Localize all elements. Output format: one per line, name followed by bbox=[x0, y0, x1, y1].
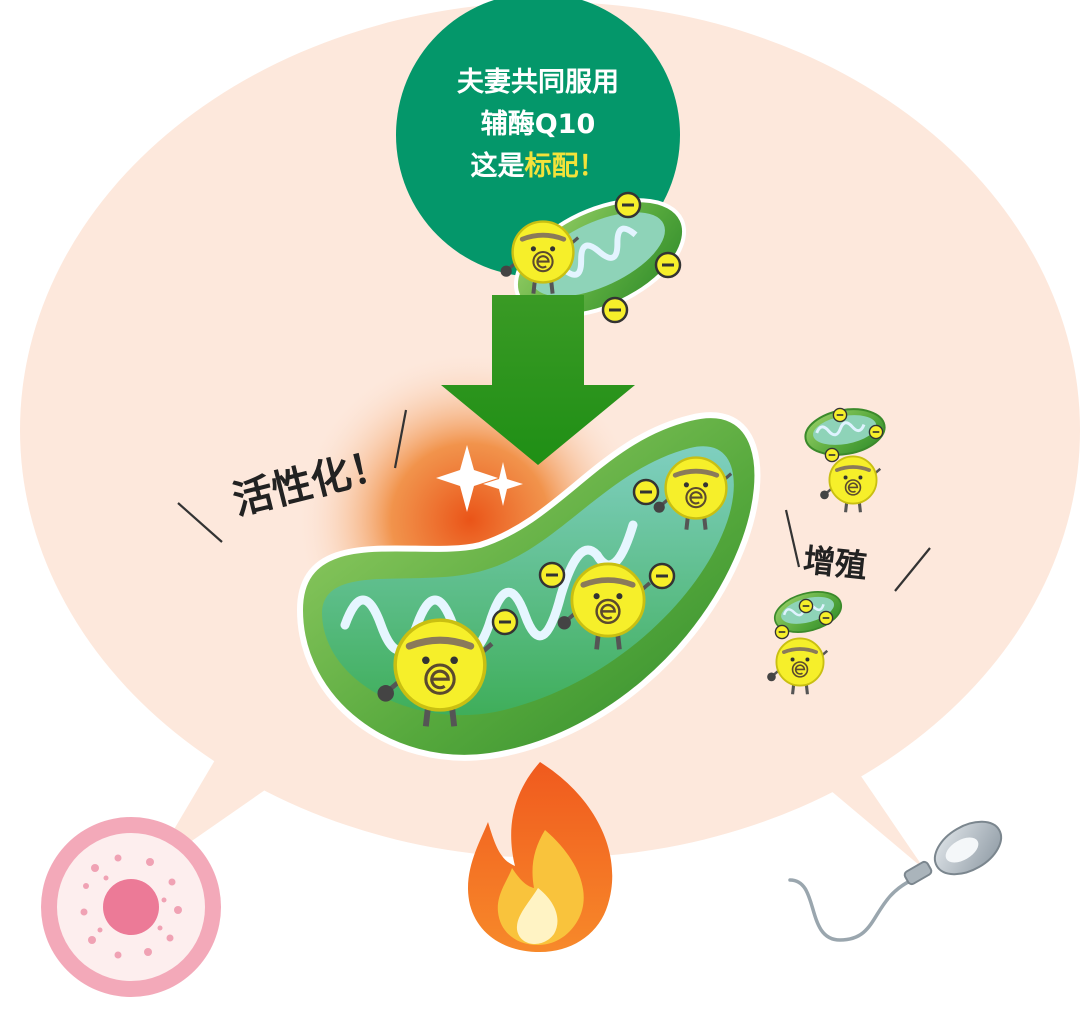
sparkle-icon bbox=[436, 445, 523, 512]
headline-text: 夫妻共同服用 辅酶Q10 这是标配！ bbox=[400, 62, 676, 188]
sperm-icon bbox=[788, 820, 1003, 942]
flame-icon bbox=[467, 762, 613, 952]
minus-badge-icon bbox=[491, 608, 519, 636]
multiply-label: 增殖 bbox=[801, 540, 870, 586]
minus-badge-icon bbox=[648, 562, 676, 590]
minus-badge-icon bbox=[654, 251, 682, 279]
minus-badge-icon bbox=[818, 610, 834, 626]
headline-line-3-prefix: 这是 bbox=[470, 151, 525, 182]
headline-line-2: 辅酶Q10 bbox=[480, 109, 596, 140]
minus-badge-icon bbox=[632, 478, 660, 506]
headline-line-3-suffix: ！ bbox=[578, 151, 606, 182]
minus-badge-icon bbox=[868, 424, 884, 440]
minus-badge-icon bbox=[601, 296, 629, 324]
minus-badge-icon bbox=[774, 624, 790, 640]
minus-badge-icon bbox=[824, 447, 840, 463]
minus-badge-icon bbox=[614, 191, 642, 219]
egg-cell-icon bbox=[41, 817, 221, 997]
headline-line-1: 夫妻共同服用 bbox=[457, 67, 619, 98]
emphasis-marks bbox=[177, 409, 931, 592]
minus-badge-icon bbox=[538, 561, 566, 589]
minus-badge-icon bbox=[798, 598, 814, 614]
headline-line-3: 这是标配！ bbox=[400, 146, 676, 188]
headline-highlight: 标配 bbox=[524, 151, 579, 182]
down-arrow-icon bbox=[441, 295, 635, 465]
minus-badge-icon bbox=[832, 407, 848, 423]
